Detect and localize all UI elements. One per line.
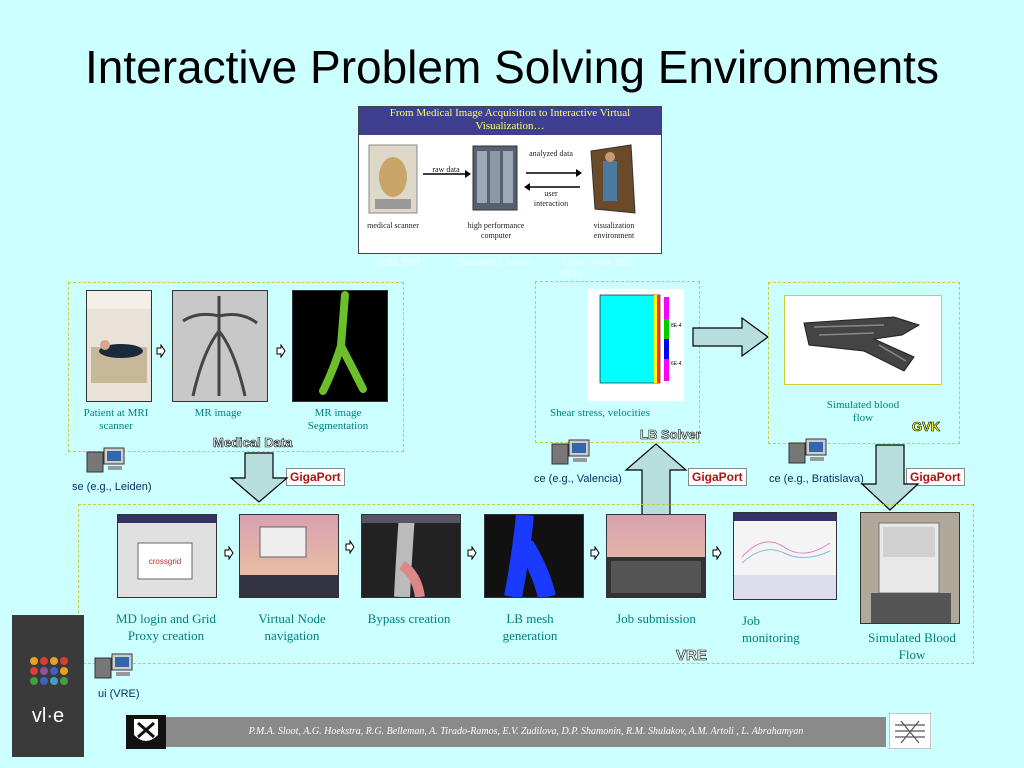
computer-icon — [551, 439, 590, 465]
vre-ui-service: ui (VRE) — [98, 688, 140, 700]
virtual-node-image — [239, 514, 339, 598]
user-interaction-label: user interaction — [533, 189, 569, 208]
shear-stress-caption: Shear stress, velocities — [550, 407, 650, 419]
step-arrow-icon — [712, 546, 722, 560]
vle-dots-icon — [30, 657, 68, 685]
step-arrow-icon — [345, 540, 355, 554]
hpc-label: high performance computer — [467, 221, 525, 240]
raw-data-arrow — [423, 170, 471, 178]
step-arrow-icon — [156, 344, 166, 358]
bratislava-service: ce (e.g., Bratislava) — [769, 473, 864, 485]
flow-arrow-down — [860, 444, 920, 511]
hpc-image — [472, 145, 518, 211]
valencia-service: ce (e.g., Valencia) — [534, 473, 622, 485]
lb-mesh-image — [484, 514, 584, 598]
job-submission-image — [606, 514, 706, 598]
vre-box — [78, 504, 974, 664]
medical-scanner-image — [368, 144, 418, 214]
vre-step-caption: LB mesh generation — [502, 611, 558, 643]
flow-arrow-up — [624, 443, 688, 519]
simulated-flow-caption: Simulated blood flow — [826, 399, 900, 424]
page-title: Interactive Problem Solving Environments — [85, 41, 939, 93]
stray-label-cluster: Beowulf Cluster — [458, 256, 531, 268]
section-logo-icon — [889, 713, 931, 749]
vle-logo: vl·e — [12, 615, 84, 757]
visualization-box — [768, 282, 960, 444]
mr-image-caption: MR image — [194, 407, 242, 419]
gigaport-logo: GigaPort — [906, 468, 965, 486]
vre-step-caption: Bypass creation — [367, 611, 451, 626]
step-arrow-icon — [276, 344, 286, 358]
vre-step-caption: Job submission — [616, 611, 696, 626]
computer-icon — [788, 438, 827, 464]
vre-step-caption: Virtual Node navigation — [258, 611, 326, 643]
computer-icon — [86, 447, 125, 473]
workflow-panel: From Medical Image Acquisition to Intera… — [358, 106, 662, 254]
mr-image — [172, 290, 268, 402]
plot-legend-label: 8E-4 — [671, 323, 682, 329]
lb-solver-label: LB Solver — [640, 427, 701, 443]
raw-data-label: raw data — [432, 165, 460, 174]
patient-caption: Patient at MRI scanner — [83, 407, 149, 432]
bidirectional-arrows — [524, 169, 582, 191]
job-monitoring-image — [733, 512, 837, 600]
solver-box — [535, 281, 700, 443]
step-arrow-icon — [467, 546, 477, 560]
bypass-image — [361, 514, 461, 598]
vre-step-caption: Simulated Blood Flow — [868, 630, 956, 662]
gigaport-logo: GigaPort — [286, 468, 345, 486]
medical-scanner-label: medical scanner — [367, 221, 419, 230]
md-login-image: crossgrid — [117, 514, 217, 598]
vle-logo-text: vl·e — [31, 705, 65, 727]
leiden-service: se (e.g., Leiden) — [72, 481, 152, 493]
computer-icon — [94, 653, 133, 679]
authors-footer: P.M.A. Sloot, A.G. Hoekstra, R.G. Bellem… — [166, 717, 886, 747]
viz-env-label: visualization environment — [593, 221, 635, 240]
medical-data-box — [68, 282, 404, 452]
flow-arrow-right — [692, 316, 770, 358]
segmentation-caption: MR image Segmentation — [307, 407, 369, 432]
mr-segmentation-image — [292, 290, 388, 402]
step-arrow-icon — [224, 546, 234, 560]
stray-label-cave: Cave, Wall, PC, PDA — [562, 256, 633, 280]
stray-label-mri: MRI, PET — [376, 256, 422, 268]
university-crest-icon — [126, 715, 166, 749]
crossgrid-logo: crossgrid — [149, 557, 181, 566]
medical-data-label: Medical Data — [213, 435, 293, 451]
step-arrow-icon — [590, 546, 600, 560]
simulated-flow-image — [784, 295, 942, 385]
patient-mri-image — [86, 290, 152, 402]
vre-label: VRE — [676, 647, 707, 665]
shear-stress-plot: 8E-4 6E-4 — [588, 289, 684, 401]
vre-step-caption: MD login and Grid Proxy creation — [115, 611, 217, 643]
analyzed-data-label: analyzed data — [529, 149, 573, 158]
cave-image — [590, 144, 636, 214]
plot-legend-label: 6E-4 — [671, 361, 682, 367]
flow-arrow-down — [229, 452, 289, 503]
workflow-panel-header: From Medical Image Acquisition to Intera… — [359, 107, 661, 135]
gvk-label: GVK — [912, 419, 941, 435]
simulated-blood-flow-photo — [860, 512, 960, 624]
vre-step-caption: Job monitoring — [742, 613, 800, 645]
gigaport-logo: GigaPort — [688, 468, 747, 486]
